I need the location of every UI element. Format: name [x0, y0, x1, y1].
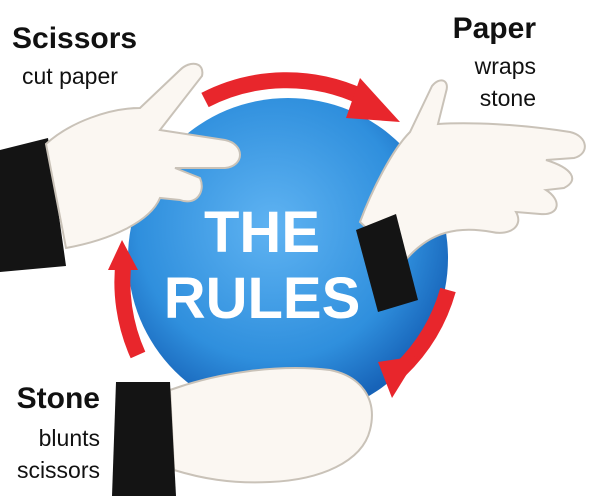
stone-text-line1: blunts [39, 425, 100, 451]
paper-text-line1: wraps [474, 53, 536, 79]
paper-title: Paper [453, 12, 537, 45]
stone-text-line2: scissors [17, 457, 100, 483]
center-title-line2: RULES [164, 266, 361, 331]
stone-title: Stone [17, 382, 100, 415]
stone-fist-icon [112, 368, 372, 496]
arrow-head-right [378, 356, 418, 398]
scissors-title: Scissors [12, 22, 137, 55]
arrow-head-top [346, 78, 400, 122]
scissors-text: cut paper [22, 63, 118, 89]
paper-text-line2: stone [480, 85, 536, 111]
center-title-line1: THE [204, 200, 320, 265]
